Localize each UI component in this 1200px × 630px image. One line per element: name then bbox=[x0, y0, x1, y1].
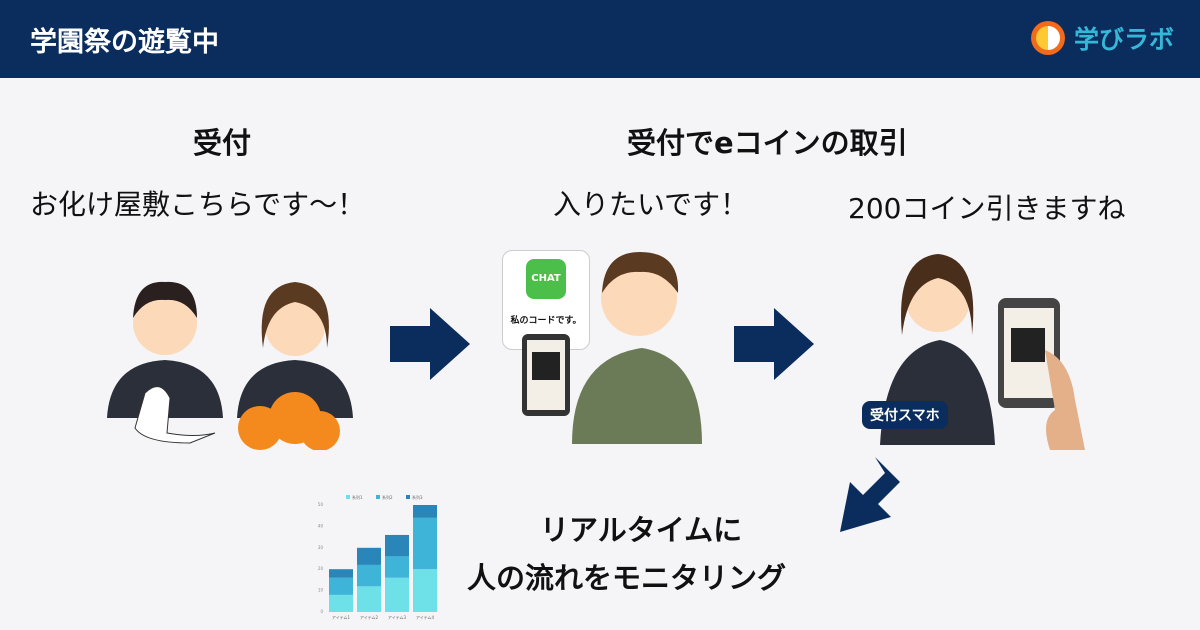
x-tick-label: アイテム4 bbox=[416, 614, 435, 620]
y-tick-label: 30 bbox=[318, 545, 324, 550]
staff-speech: 200コイン引きますね bbox=[848, 192, 1126, 225]
y-tick-label: 20 bbox=[318, 566, 324, 571]
monitoring-heading-line1: リアルタイムに bbox=[540, 513, 743, 547]
y-tick-label: 50 bbox=[318, 502, 324, 507]
step1-heading: 受付 bbox=[193, 126, 252, 160]
bar-segment bbox=[329, 577, 353, 595]
bar-segment bbox=[413, 505, 437, 518]
bar-segment bbox=[329, 569, 353, 578]
bar-segment bbox=[413, 517, 437, 570]
legend-swatch bbox=[376, 495, 380, 499]
bar-segment bbox=[357, 564, 381, 587]
staff-with-phone-illustration bbox=[880, 254, 1085, 450]
visitor-illustration bbox=[522, 252, 702, 444]
card-text: 私のコードです。 bbox=[510, 316, 582, 326]
x-tick-label: アイテム1 bbox=[332, 614, 351, 620]
arrow-down-left-icon bbox=[840, 457, 900, 532]
x-tick-label: アイテム3 bbox=[388, 614, 407, 620]
legend-label: 系列2 bbox=[382, 494, 393, 500]
y-tick-label: 10 bbox=[318, 588, 324, 593]
bar-segment bbox=[329, 594, 353, 612]
bar-segment bbox=[385, 556, 409, 578]
bar-segment bbox=[357, 586, 381, 612]
reception-students-illustration bbox=[107, 281, 353, 450]
legend-swatch bbox=[406, 495, 410, 499]
page-title: 学園祭の遊覧中 bbox=[30, 27, 219, 58]
y-tick-label: 0 bbox=[320, 609, 323, 614]
chat-app-icon: CHAT bbox=[526, 259, 566, 299]
visitor-speech: 入りたいです！ bbox=[553, 188, 749, 221]
legend-label: 系列1 bbox=[352, 494, 363, 500]
bar-segment bbox=[357, 547, 381, 565]
step2-heading: 受付でeコインの取引 bbox=[627, 126, 908, 160]
reception-phone-badge: 受付スマホ bbox=[862, 401, 948, 429]
legend-swatch bbox=[346, 495, 350, 499]
header-bar: 学園祭の遊覧中 学びラボ bbox=[0, 0, 1200, 78]
x-tick-label: アイテム2 bbox=[360, 614, 379, 620]
bar-segment bbox=[413, 569, 437, 612]
monitoring-heading-line2: 人の流れをモニタリング bbox=[467, 561, 787, 595]
arrow-right-icon bbox=[734, 308, 814, 380]
step1-speech: お化け屋敷こちらです〜！ bbox=[30, 188, 366, 221]
arrow-right-icon bbox=[390, 308, 470, 380]
bar-segment bbox=[385, 577, 409, 612]
bar-segment bbox=[385, 534, 409, 557]
sun-logo-icon bbox=[1031, 21, 1065, 55]
y-tick-label: 40 bbox=[318, 523, 324, 528]
monitoring-bar-chart: 系列1 系列2 系列3 0 10 20 30 40 50 アイテム1 アイテム2 アイテム3 アイテム4 bbox=[318, 494, 437, 620]
logo: 学びラボ bbox=[1028, 18, 1174, 58]
logo-text: 学びラボ bbox=[1074, 25, 1175, 54]
legend-label: 系列3 bbox=[412, 494, 423, 500]
